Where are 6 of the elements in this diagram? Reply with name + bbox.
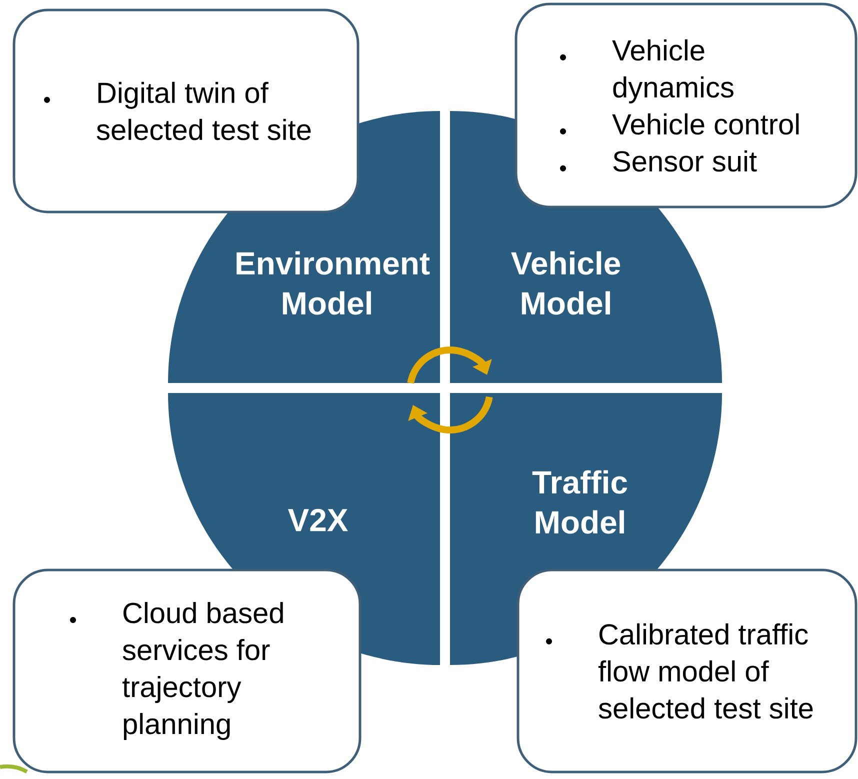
text-box: Digital twin of selected test site bbox=[12, 8, 360, 214]
cycle-arrow bbox=[407, 346, 492, 384]
text-box: Vehicle dynamics Vehicle control Sensor suit bbox=[514, 2, 858, 208]
text-box: Calibrated traffic flow model of selected test site bbox=[516, 568, 858, 774]
cycle-arrow bbox=[408, 396, 493, 434]
text-box: Cloud based services for trajectory planning bbox=[12, 568, 362, 774]
